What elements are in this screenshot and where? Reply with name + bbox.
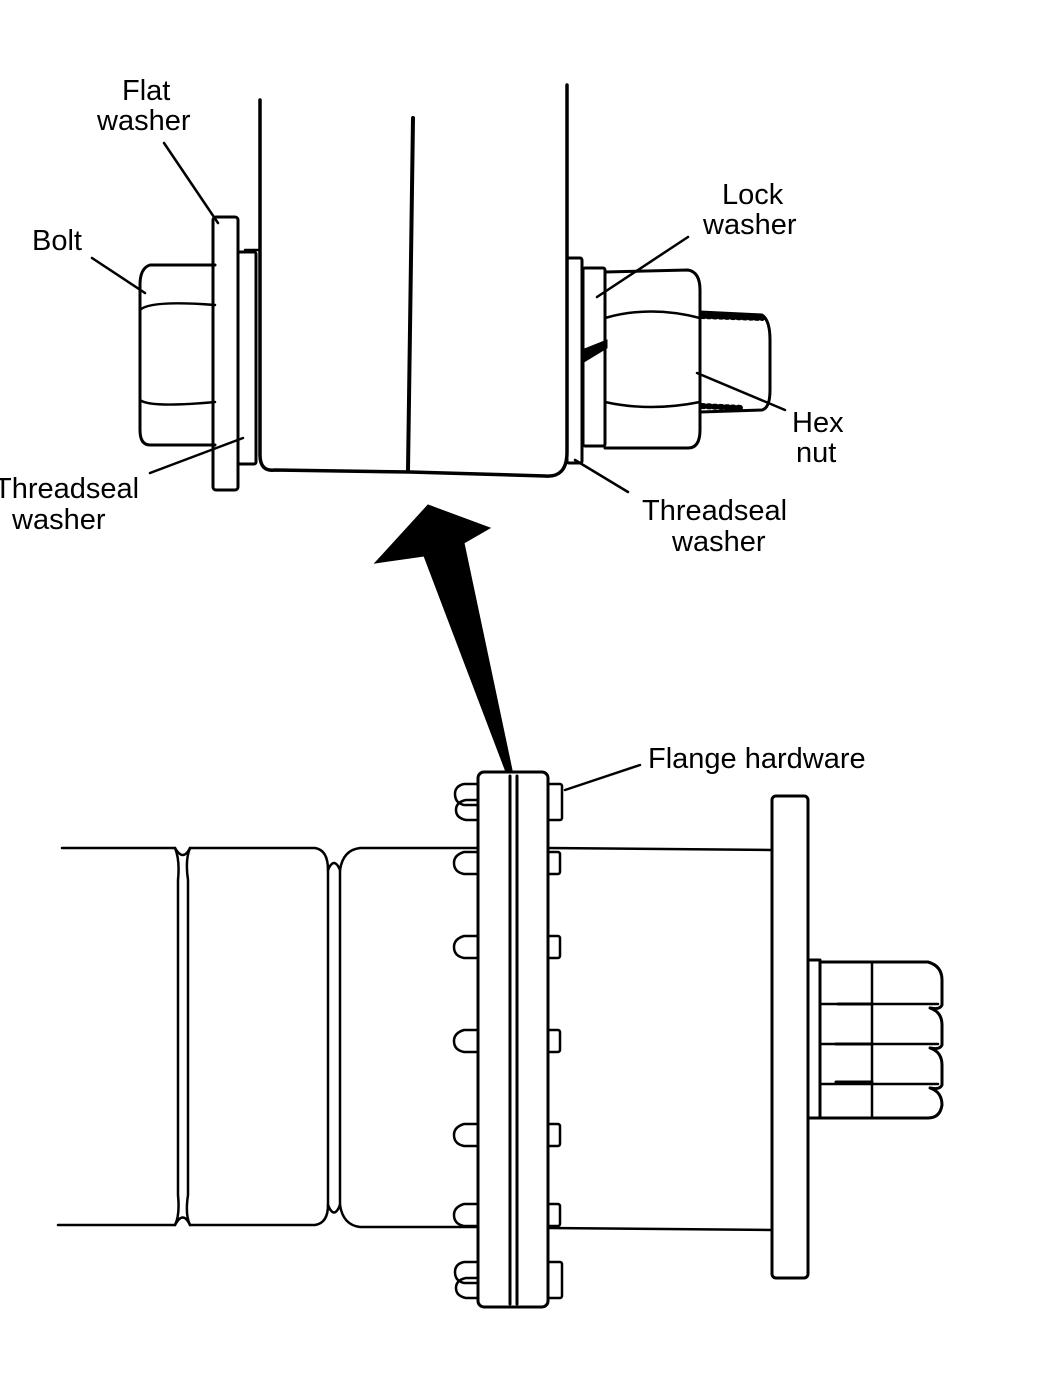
flange-hardware-leader: [563, 763, 642, 792]
flat-washer-leader: [162, 141, 220, 225]
bolt-set: [452, 1122, 562, 1148]
detail-view: [138, 83, 772, 492]
detail-labels: Flat washer Bolt Threadseal washer Lock …: [0, 75, 852, 558]
threadseal-left-label-line2: washer: [11, 504, 106, 536]
lock-washer: [581, 266, 608, 448]
threadseal-washer-right: [565, 256, 584, 465]
lock-washer-leader: [595, 235, 690, 299]
detail-arrow: [373, 504, 513, 773]
bolt-set: [453, 1260, 564, 1300]
flat-washer-label-line1: Flat: [122, 75, 170, 107]
bolt-label: Bolt: [32, 225, 82, 257]
threadseal-left-leader: [148, 436, 245, 475]
lock-washer-label-line2: washer: [702, 209, 797, 241]
bolt-head: [138, 263, 217, 447]
bolted-flange: [476, 770, 550, 1309]
assembly-view: Flange hardware: [56, 743, 944, 1309]
hex-nut-leader: [695, 371, 787, 412]
flange-hardware-label: Flange hardware: [648, 743, 866, 775]
bolt-set: [452, 1028, 562, 1054]
threadseal-washer-left: [236, 250, 258, 466]
svg-text:Hex nut: Hex nut: [792, 407, 852, 469]
flat-washer-label-line2: washer: [96, 105, 191, 137]
svg-text:Lock washer: Lock washer: [702, 179, 797, 241]
hex-nut-label-line2: nut: [796, 437, 836, 469]
hex-nut-label-line1: Hex: [792, 407, 844, 439]
pipe-spool: [546, 846, 774, 1232]
bolt-leader: [90, 256, 147, 295]
pipe-section: [243, 83, 582, 478]
bolt-set: [452, 934, 562, 960]
bolt-set: [453, 782, 564, 822]
bellows-section: [56, 846, 480, 1229]
threadseal-right-leader: [573, 458, 630, 494]
bolt-set: [452, 1202, 562, 1228]
svg-text:Flat washer: Flat washer: [96, 75, 191, 137]
flange-bolts: [452, 782, 564, 1300]
bolt-threaded-end: [698, 310, 772, 414]
bolt-set: [452, 850, 562, 876]
end-flange: [770, 794, 810, 1280]
threadseal-right-label-line1: Threadseal: [642, 495, 787, 527]
threadseal-left-label-line1: Threadseal: [0, 473, 139, 505]
svg-text:Threadseal washer: Threadseal washer: [0, 473, 147, 536]
svg-text:Threadseal washer: Threadseal washer: [642, 495, 795, 558]
threadseal-right-label-line2: washer: [671, 526, 766, 558]
lock-washer-label-line1: Lock: [722, 179, 784, 211]
hex-nut: [603, 268, 702, 450]
outlet-fitting: [806, 958, 944, 1120]
